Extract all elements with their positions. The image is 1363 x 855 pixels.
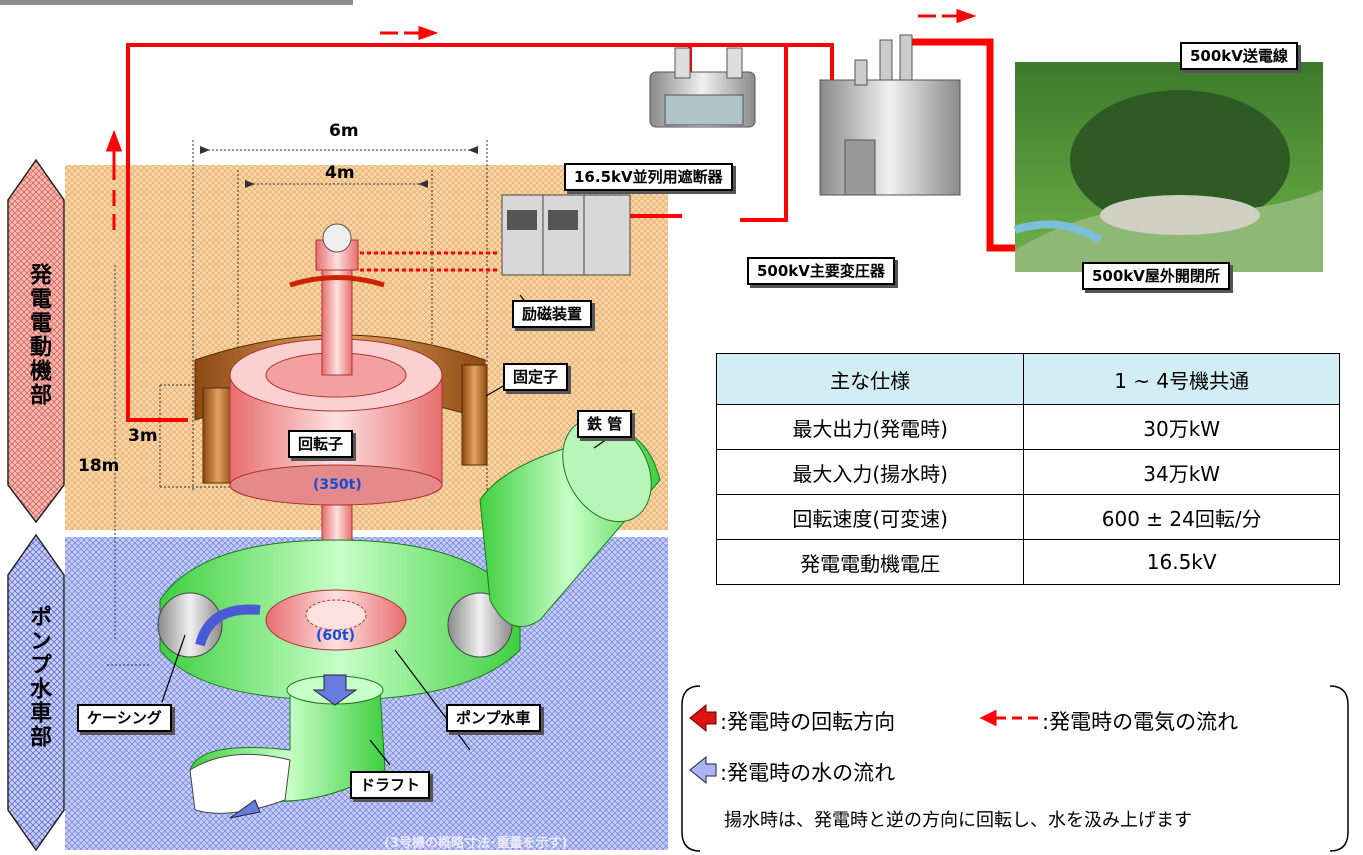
penstock-label: 鉄 管 [577,410,633,438]
switchyard-label: 500kV屋外開閉所 [1082,262,1230,290]
runner-weight: (60t) [316,628,355,644]
exciter-equipment [501,194,631,276]
motor-section-title: 発電電動機部 [26,263,51,407]
exciter-label: 励磁装置 [512,300,593,328]
spec-header-cell: 1 ~ 4号機共通 [1023,353,1340,405]
rotor-label: 回転子 [288,430,354,458]
spec-value: 34万kW [1023,449,1340,495]
spec-header-cell: 主な仕様 [715,353,1025,405]
spec-value: 30万kW [1023,404,1340,450]
spec-key: 発電電動機電圧 [715,539,1025,585]
breaker-label: 16.5kV並列用遮断器 [564,163,733,191]
spec-table: 主な仕様 1 ~ 4号機共通 最大出力(発電時) 30万kW 最大入力(揚水時)… [715,353,1340,585]
stator-label: 固定子 [503,363,569,391]
legend-water-icon [689,755,717,785]
dim-width-inner: 4m [325,163,355,183]
spec-key: 最大入力(揚水時) [715,449,1025,495]
rotor-weight: (350t) [313,477,362,493]
spec-row: 最大出力(発電時) 30万kW [715,404,1340,450]
pump-section-banner [7,533,65,852]
breaker-equipment [649,47,756,128]
legend-note: 揚水時は、発電時と逆の方向に回転し、水を汲み上げます [724,810,1192,831]
casing-label: ケーシング [77,704,172,732]
spec-value: 600 ± 24回転/分 [1023,494,1340,540]
spec-header-row: 主な仕様 1 ~ 4号機共通 [715,353,1340,405]
legend: :発電時の回転方向 :発電時の電気の流れ :発電時の水の流れ [680,686,1350,851]
spec-key: 回転速度(可変速) [715,494,1025,540]
caption: (3号機の概略寸法･重量を示す) [384,836,568,851]
spec-row: 最大入力(揚水時) 34万kW [715,449,1340,495]
dim-width-outer: 6m [329,121,359,141]
draft-label: ドラフト [350,771,431,799]
dim-height-rotor: 3m [128,426,158,446]
switchyard-photo [1013,62,1323,272]
pump-section-title: ポンプ水車部 [26,605,51,749]
spec-key: 最大出力(発電時) [715,404,1025,450]
water-arrow-casing [195,604,261,647]
dim-height-total: 18m [78,456,120,476]
legend-rotation: :発電時の回転方向 [720,710,896,734]
main-transformer-label: 500kV主要変圧器 [747,257,895,285]
pump-turbine-label: ポンプ水車 [446,704,541,732]
transmission-line-label: 500kV送電線 [1180,42,1298,70]
legend-rotation-icon [689,703,717,733]
transformer-equipment [819,34,961,196]
legend-bracket [681,685,1349,852]
motor-section-banner [7,158,65,524]
spec-row: 回転速度(可変速) 600 ± 24回転/分 [715,494,1340,540]
legend-water: :発電時の水の流れ [720,761,896,785]
water-arrow-down [312,674,358,706]
spec-value: 16.5kV [1023,539,1340,585]
legend-electricity: :発電時の電気の流れ [1042,710,1239,734]
spec-row: 発電電動機電圧 16.5kV [715,539,1340,585]
